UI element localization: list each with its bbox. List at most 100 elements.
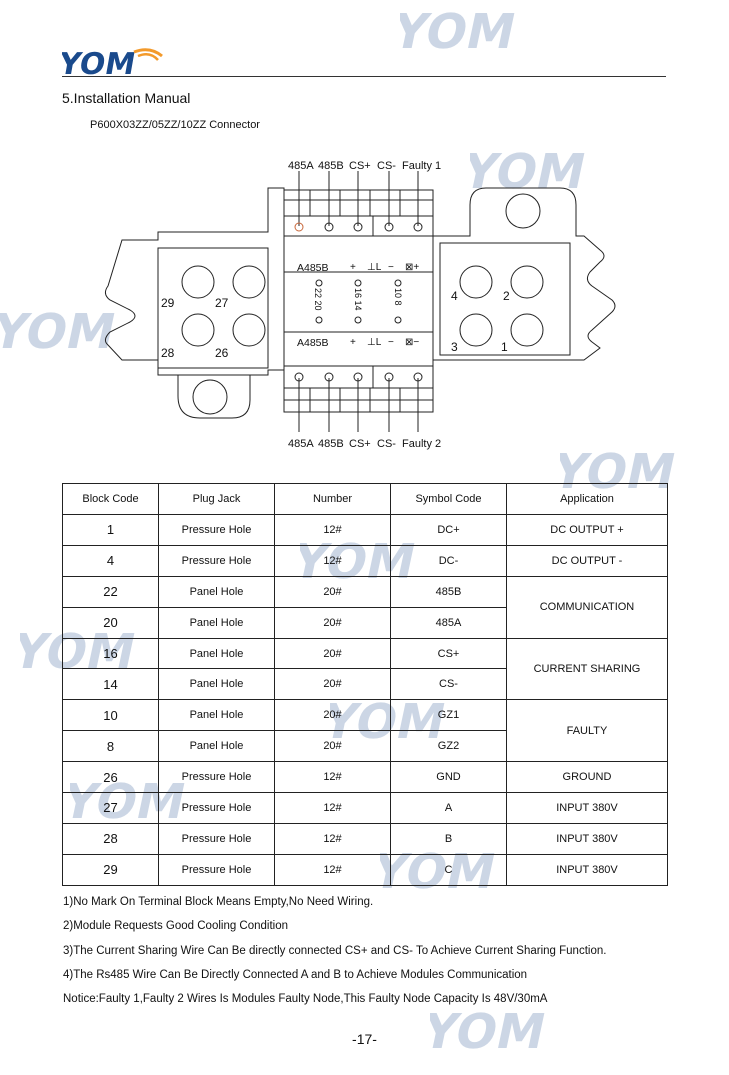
number: 20# [274,575,391,608]
section-title: 5.Installation Manual [62,90,191,106]
block-code: 29 [62,853,159,886]
number: 12# [274,822,391,855]
block-code: 8 [62,730,159,763]
plug-jack: Panel Hole [158,730,275,763]
symbol-code: DC- [390,544,507,577]
table-row: 29 Pressure Hole 12# C INPUT 380V [62,853,668,886]
application: GROUND [506,761,668,794]
plus-symbol-top: + [350,262,356,273]
minus-symbol-bottom: − [388,337,394,348]
application: COMMUNICATION [506,575,668,639]
plug-jack: Pressure Hole [158,761,275,794]
note-item: 1)No Mark On Terminal Block Means Empty,… [63,896,374,908]
application: CURRENT SHARING [506,637,668,701]
number: 20# [274,637,391,670]
plug-jack: Panel Hole [158,606,275,639]
right-pin-2: 2 [503,289,510,303]
header-rule [62,76,666,77]
right-pin-1: 1 [501,340,508,354]
table-row: 10 Panel Hole 20# GZ1 FAULTY [62,699,668,763]
note-item: 3)The Current Sharing Wire Can Be direct… [63,944,607,957]
symbol-code: B [390,822,507,855]
relay-symbol-top: ⊠+ [405,262,419,273]
plug-jack: Pressure Hole [158,853,275,886]
switch-symbol-bottom: ⊥L [367,337,382,348]
plug-jack: Panel Hole [158,699,275,732]
bottom-label-cs-minus: CS- [377,438,396,450]
table-row: 26 Pressure Hole 12# GND GROUND [62,761,668,794]
connector-diagram: 485A 485B CS+ CS- Faulty 1 485A 485B CS+… [104,160,616,450]
right-pin-4: 4 [451,289,458,303]
number: 20# [274,606,391,639]
number: 12# [274,792,391,824]
left-pin-27: 27 [215,296,229,310]
col-header-number: Number [274,483,391,515]
number: 20# [274,668,391,701]
note-item: 4)The Rs485 Wire Can Be Directly Connect… [63,968,528,981]
left-pin-28: 28 [161,346,175,360]
top-label-cs-plus: CS+ [349,160,371,172]
col-header-block-code: Block Code [62,483,159,515]
top-label-485a: 485A [288,160,314,172]
top-label-485b: 485B [318,160,344,172]
number: 20# [274,730,391,763]
symbol-code: A [390,792,507,824]
plug-jack: Pressure Hole [158,544,275,577]
symbol-code: 485B [390,575,507,608]
table-row: 1 Pressure Hole 12# DC+ DC OUTPUT + [62,514,668,546]
table-row: 27 Pressure Hole 12# A INPUT 380V [62,792,668,824]
minus-symbol-top: − [388,262,394,273]
table-row: 20 Panel Hole 20# 485A [62,606,668,639]
bottom-label-485b: 485B [318,438,344,450]
block-code: 22 [62,575,159,608]
application: INPUT 380V [506,853,668,886]
center-number-16-14: 16 14 [353,288,363,311]
block-code: 16 [62,637,159,670]
left-pin-29: 29 [161,296,175,310]
table-row: 4 Pressure Hole 12# DC- DC OUTPUT - [62,544,668,577]
connector-subtitle: P600X03ZZ/05ZZ/10ZZ Connector [90,119,260,131]
bottom-label-faulty: Faulty 2 [402,438,441,450]
center-bottom-label: A485B [297,337,329,349]
number: 12# [274,761,391,794]
connector-spec-table: Block Code Plug Jack Number Symbol Code … [62,483,668,886]
col-header-symbol-code: Symbol Code [390,483,507,515]
application: INPUT 380V [506,792,668,824]
application: FAULTY [506,699,668,763]
table-row: 8 Panel Hole 20# GZ2 [62,730,668,763]
symbol-code: CS+ [390,637,507,670]
center-top-label: A485B [297,262,329,274]
block-code: 4 [62,544,159,577]
bottom-label-cs-plus: CS+ [349,438,371,450]
plug-jack: Pressure Hole [158,514,275,546]
bottom-label-485a: 485A [288,438,314,450]
symbol-code: DC+ [390,514,507,546]
note-item: 2)Module Requests Good Cooling Condition [63,920,289,933]
block-code: 26 [62,761,159,794]
symbol-code: GZ1 [390,699,507,732]
number: 12# [274,853,391,886]
plug-jack: Panel Hole [158,668,275,701]
block-code: 27 [62,792,159,824]
symbol-code: GND [390,761,507,794]
switch-symbol-top: ⊥L [367,262,382,273]
application: DC OUTPUT - [506,544,668,577]
installation-notes: 1)No Mark On Terminal Block Means Empty,… [63,890,606,1011]
table-header-row: Block Code Plug Jack Number Symbol Code … [62,483,668,515]
right-pin-3: 3 [451,340,458,354]
center-number-22-20: 22 20 [313,288,323,311]
plus-symbol-bottom: + [350,337,356,348]
symbol-code: GZ2 [390,730,507,763]
plug-jack: Pressure Hole [158,822,275,855]
block-code: 28 [62,822,159,855]
col-header-application: Application [506,483,668,515]
relay-symbol-bottom: ⊠− [405,337,419,348]
top-label-cs-minus: CS- [377,160,396,172]
table-row: 16 Panel Hole 20# CS+ CURRENT SHARING [62,637,668,701]
block-code: 14 [62,668,159,701]
symbol-code: 485A [390,606,507,639]
table-row: 28 Pressure Hole 12# B INPUT 380V [62,822,668,855]
left-pin-26: 26 [215,346,229,360]
plug-jack: Panel Hole [158,575,275,608]
symbol-code: CS- [390,668,507,701]
